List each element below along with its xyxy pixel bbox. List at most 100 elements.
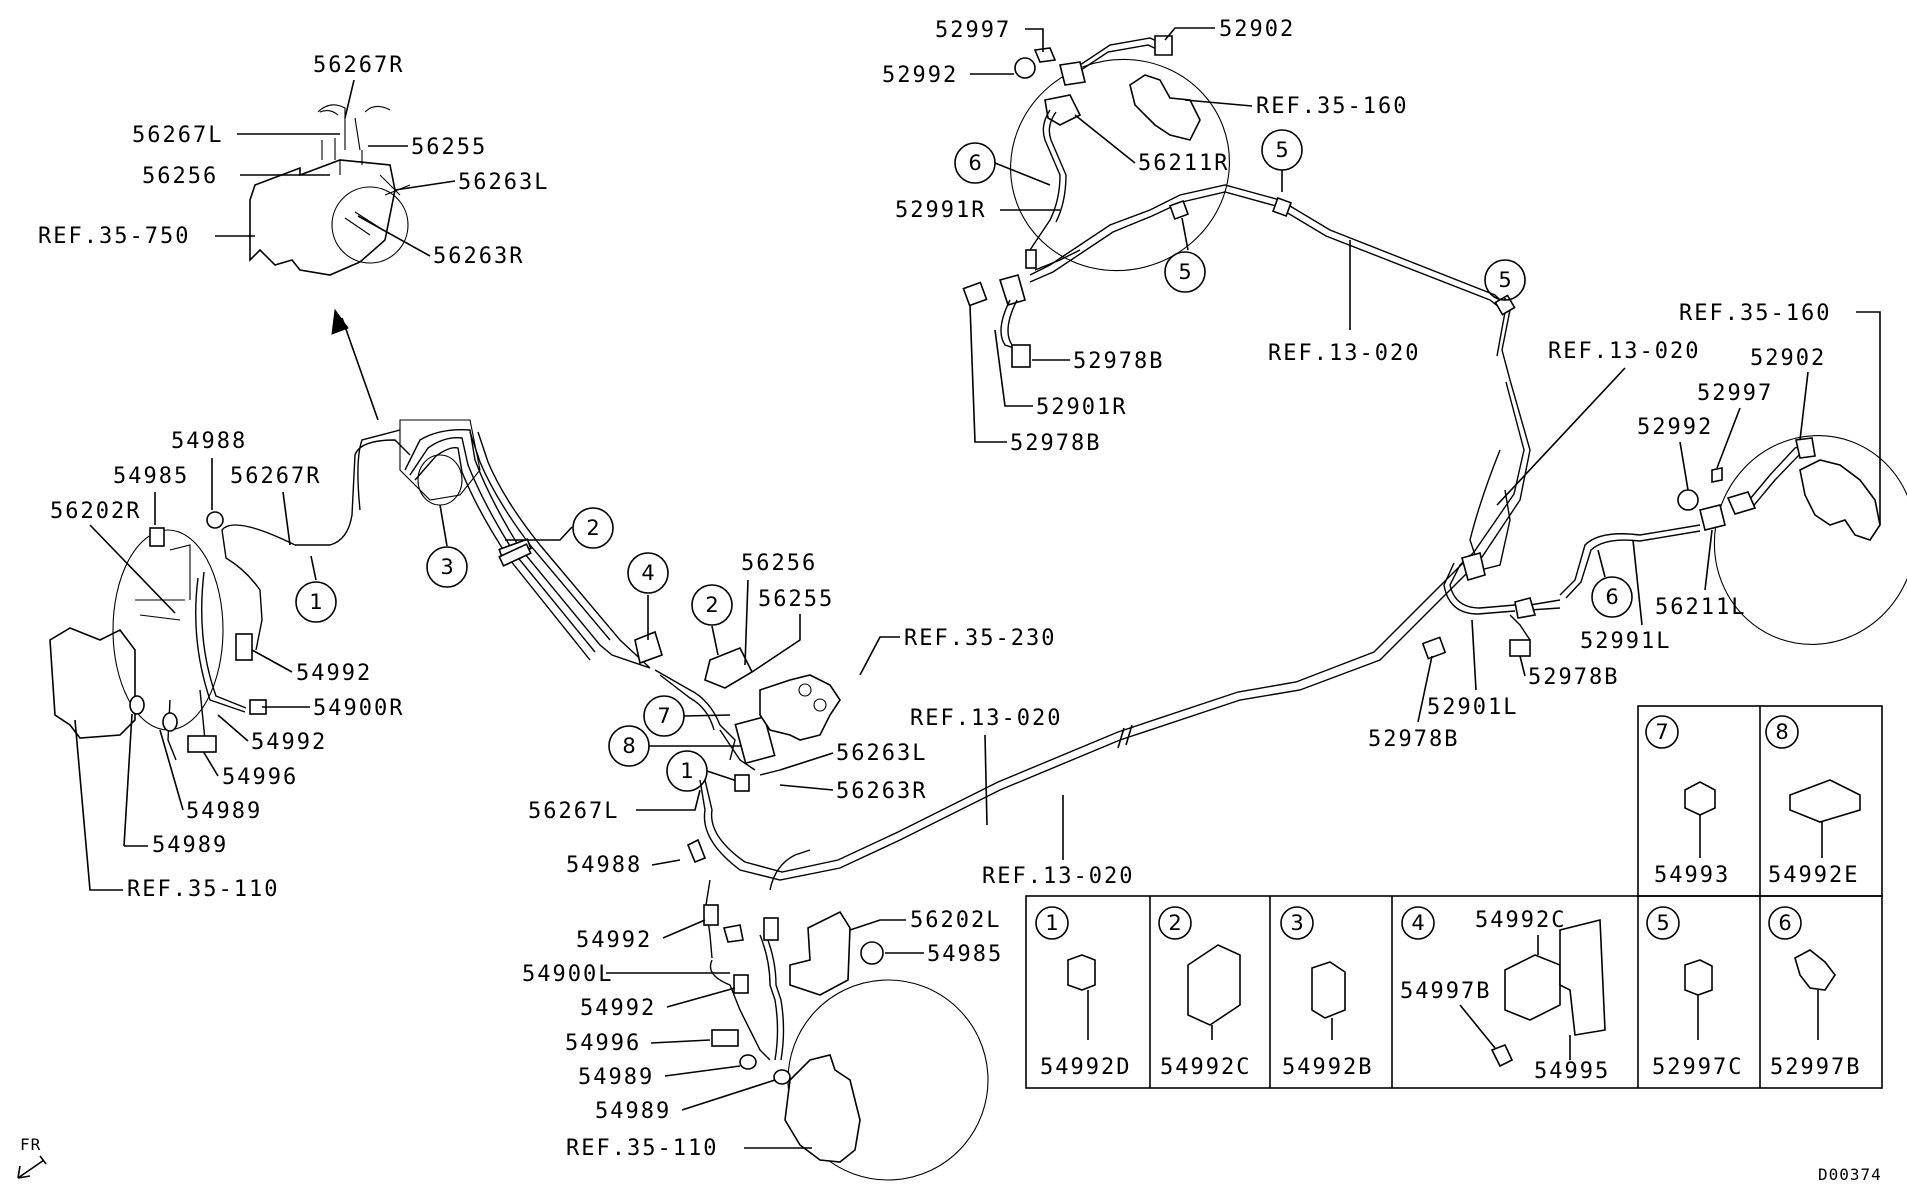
clip-54992C-icon bbox=[1187, 944, 1241, 1026]
label-54996-frl: 54996 bbox=[565, 1031, 641, 1056]
label-ref-35-160-rl: REF.35-160 bbox=[1679, 301, 1831, 326]
label-54989-fl-a: 54989 bbox=[186, 799, 262, 824]
rear-left-brake-group bbox=[1421, 435, 1907, 660]
bolt-54996-frl bbox=[711, 1029, 739, 1047]
legend-part-54992E: 54992E bbox=[1768, 863, 1859, 888]
callout-2-b bbox=[691, 584, 733, 626]
label-54989-frl-b: 54989 bbox=[595, 1099, 671, 1124]
label-52901L: 52901L bbox=[1427, 695, 1518, 720]
callout-1-b bbox=[666, 750, 708, 792]
svg-text:5: 5 bbox=[1275, 138, 1288, 162]
label-54992-frl-b: 54992 bbox=[580, 996, 656, 1021]
legend-part-52997C: 52997C bbox=[1652, 1055, 1743, 1080]
svg-text:3: 3 bbox=[440, 555, 453, 579]
bracket-54995-icon bbox=[1559, 918, 1606, 1036]
abs-unit-group bbox=[249, 104, 411, 276]
callout-3 bbox=[426, 546, 468, 588]
legend-part-54997B: 54997B bbox=[1400, 979, 1491, 1004]
label-ref-35-230: REF.35-230 bbox=[904, 626, 1056, 651]
label-ref-13-020-b: REF.13-020 bbox=[982, 864, 1134, 889]
label-56267L-mid: 56267L bbox=[528, 799, 619, 824]
label-52991L: 52991L bbox=[1580, 629, 1671, 654]
label-52978B-rl-b: 52978B bbox=[1368, 727, 1459, 752]
label-ref-13-020-a: REF.13-020 bbox=[910, 706, 1062, 731]
label-56263R-mid: 56263R bbox=[836, 779, 927, 804]
svg-text:1: 1 bbox=[1045, 911, 1058, 935]
callout-6-b bbox=[1591, 576, 1633, 618]
label-ref-35-110-fl: REF.35-110 bbox=[127, 877, 279, 902]
legend-part-52997B: 52997B bbox=[1770, 1055, 1861, 1080]
legend-num-6 bbox=[1768, 906, 1802, 940]
label-56256-abs: 56256 bbox=[142, 164, 218, 189]
legend-part-54992D: 54992D bbox=[1040, 1055, 1131, 1080]
label-52997-rl: 52997 bbox=[1697, 381, 1773, 406]
clip-54992E-icon bbox=[1789, 779, 1861, 823]
legend-num-5 bbox=[1646, 906, 1680, 940]
svg-text:6: 6 bbox=[1778, 911, 1791, 935]
label-ref-35-160-rr: REF.35-160 bbox=[1256, 94, 1408, 119]
label-52978B-rr-a: 52978B bbox=[1073, 349, 1164, 374]
label-56267R-fl: 56267R bbox=[230, 464, 321, 489]
legend-num-1 bbox=[1035, 906, 1069, 940]
arrow-to-abs bbox=[341, 317, 379, 421]
legend-part-54993: 54993 bbox=[1654, 863, 1730, 888]
label-54989-fl-b: 54989 bbox=[152, 833, 228, 858]
label-54985-fl: 54985 bbox=[113, 464, 189, 489]
label-ref-35-110-frl: REF.35-110 bbox=[566, 1136, 718, 1161]
label-56263L-abs: 56263L bbox=[458, 170, 549, 195]
nut-54985-fl bbox=[149, 527, 165, 547]
label-56263R-abs: 56263R bbox=[433, 244, 524, 269]
label-52997-rr: 52997 bbox=[935, 18, 1011, 43]
abs-hydraulic-unit bbox=[249, 159, 396, 276]
nut-52992-rr bbox=[1014, 57, 1036, 79]
grommet-54988-fl bbox=[206, 511, 224, 529]
legend-part-54992C: 54992C bbox=[1160, 1055, 1251, 1080]
clip-52997B-icon bbox=[1794, 949, 1836, 991]
svg-text:2: 2 bbox=[1168, 911, 1181, 935]
label-54992-fl-b: 54992 bbox=[251, 730, 327, 755]
label-54900R: 54900R bbox=[313, 696, 404, 721]
clip-54992B-icon bbox=[1311, 961, 1346, 1019]
rear-right-caliper bbox=[1129, 74, 1201, 141]
label-56267R-abs: 56267R bbox=[313, 53, 404, 78]
orientation-indicator: FR bbox=[17, 1135, 47, 1179]
label-54992-fl-a: 54992 bbox=[296, 661, 372, 686]
callout-5-a bbox=[1164, 251, 1206, 293]
svg-text:8: 8 bbox=[622, 734, 635, 758]
callout-4 bbox=[627, 552, 669, 594]
front-left-brake-group bbox=[703, 879, 989, 1181]
clip-54992C-in-bracket-icon bbox=[1504, 954, 1561, 1021]
label-56256-mid: 56256 bbox=[741, 551, 817, 576]
label-52978B-rr-b: 52978B bbox=[1010, 431, 1101, 456]
rear-right-brake-group bbox=[962, 35, 1230, 368]
label-54988-fl: 54988 bbox=[171, 429, 247, 454]
legend-num-4 bbox=[1401, 906, 1435, 940]
nut-52992-rl bbox=[1677, 489, 1699, 511]
svg-text:1: 1 bbox=[309, 590, 322, 614]
label-ref-13-020-rr: REF.13-020 bbox=[1268, 341, 1420, 366]
svg-text:4: 4 bbox=[1411, 911, 1424, 935]
front-right-brake-group bbox=[49, 529, 267, 761]
diagram-code: D00374 bbox=[1818, 1165, 1882, 1184]
bolt-54996-fl bbox=[187, 735, 217, 753]
label-52991R: 52991R bbox=[895, 198, 986, 223]
svg-text:6: 6 bbox=[968, 151, 981, 175]
label-56202R: 56202R bbox=[50, 499, 141, 524]
callout-7 bbox=[643, 695, 685, 737]
legend-part-54992C-extra: 54992C bbox=[1475, 908, 1566, 933]
svg-text:7: 7 bbox=[1655, 720, 1668, 744]
legend-num-2 bbox=[1158, 906, 1192, 940]
callout-8 bbox=[608, 725, 650, 767]
svg-text:7: 7 bbox=[657, 704, 670, 728]
legend-num-3 bbox=[1280, 906, 1314, 940]
label-56255-mid: 56255 bbox=[758, 587, 834, 612]
label-56211R: 56211R bbox=[1138, 151, 1229, 176]
label-54996-fl: 54996 bbox=[222, 765, 298, 790]
legend-table: 7 54993 8 54992E 1 54992D 2 54992C 3 549… bbox=[1025, 705, 1883, 1089]
svg-text:2: 2 bbox=[705, 593, 718, 617]
label-ref-35-750: REF.35-750 bbox=[38, 224, 190, 249]
svg-text:1: 1 bbox=[680, 759, 693, 783]
callout-1-a bbox=[295, 581, 337, 623]
svg-text:8: 8 bbox=[1775, 720, 1788, 744]
